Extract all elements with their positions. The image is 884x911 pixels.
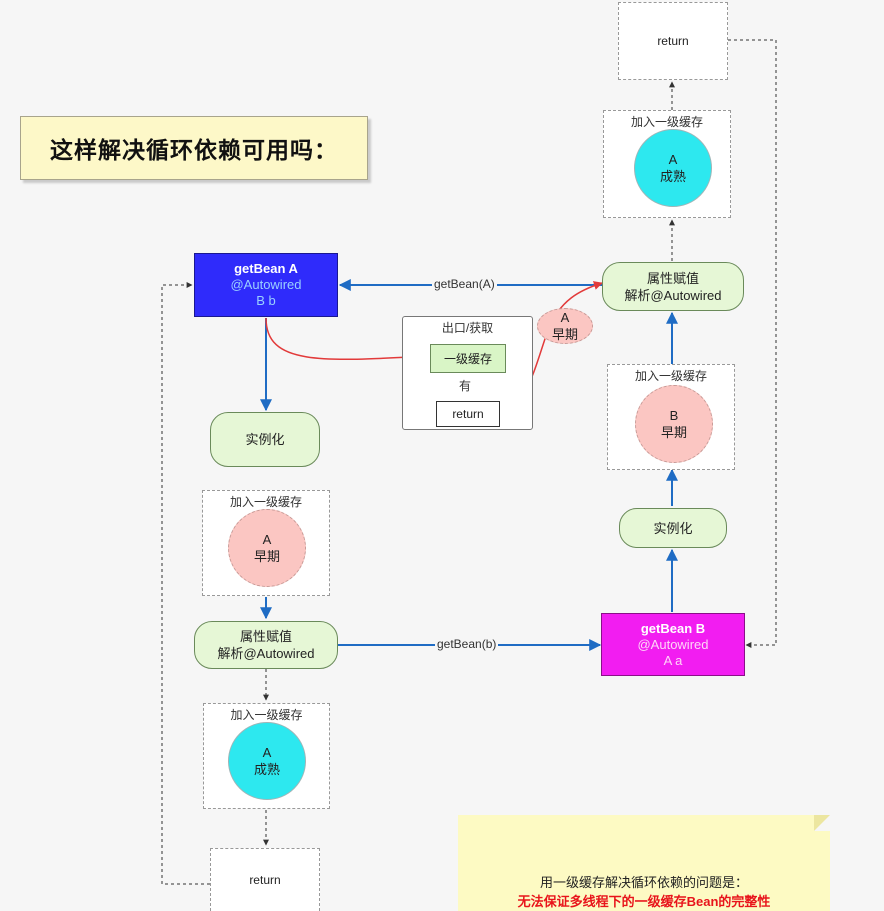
right-return-label: return	[657, 34, 689, 48]
right-instantiate-label: 实例化	[653, 520, 693, 536]
diagram-title: 这样解决循环依赖可用吗：	[20, 116, 368, 180]
edge-red-a-to-cache	[265, 317, 429, 361]
lookup-title: 出口/获取	[441, 321, 494, 335]
left-cache-mature-title: 加入一级缓存	[230, 708, 303, 722]
right-mature-letter: A	[668, 152, 678, 167]
edge-return-loop-left	[161, 282, 210, 885]
note-line1: 用一级缓存解决循环依赖的问题是：	[539, 875, 748, 890]
right-early-circle: B 早期	[635, 385, 713, 463]
lookup-cache: 一级缓存	[430, 344, 506, 373]
bean-b-field: A a	[663, 652, 683, 668]
edge-label-get-b: getBean(b)	[435, 637, 499, 651]
right-instantiate-node: 实例化	[619, 508, 727, 548]
right-cache-early: 加入一级缓存 B 早期	[607, 364, 735, 470]
left-mature-letter: A	[262, 745, 272, 760]
left-instantiate-label: 实例化	[245, 432, 285, 447]
bean-a-field: B b	[256, 293, 276, 308]
edge-label-get-a: getBean(A)	[432, 277, 497, 291]
left-mature-state: 成熟	[253, 762, 280, 777]
bean-b-annotation: @Autowired	[637, 636, 709, 652]
left-props-node: 属性赋值 解析@Autowired	[194, 621, 338, 669]
left-cache-early: 加入一级缓存 A 早期	[202, 490, 330, 596]
left-return-node: return	[210, 848, 320, 911]
left-cache-early-title: 加入一级缓存	[229, 495, 302, 509]
edge-return-loop-right	[728, 39, 777, 648]
right-props-node: 属性赋值 解析@Autowired	[602, 262, 744, 311]
bean-b-node: getBean B @Autowired A a	[601, 613, 745, 676]
right-mature-state: 成熟	[659, 169, 686, 184]
left-mature-circle: A 成熟	[228, 722, 306, 800]
lookup-return: return	[436, 401, 500, 427]
left-early-state: 早期	[253, 549, 280, 564]
early-a-bubble: A 早期	[537, 308, 593, 344]
note-card: 用一级缓存解决循环依赖的问题是： 无法保证多线程下的一级缓存Bean的完整性	[458, 815, 830, 911]
right-cache-early-title: 加入一级缓存	[634, 369, 707, 383]
left-early-letter: A	[262, 532, 272, 547]
left-cache-mature: 加入一级缓存 A 成熟	[203, 703, 330, 809]
left-props-line1: 属性赋值	[239, 629, 292, 644]
bean-a-annotation: @Autowired	[230, 277, 302, 292]
right-props-line2: 解析@Autowired	[624, 287, 722, 303]
left-return-label: return	[249, 873, 281, 887]
right-mature-circle: A 成熟	[634, 129, 712, 207]
bean-a-node: getBean A @Autowired B b	[194, 253, 338, 317]
early-a-state: 早期	[551, 327, 578, 342]
note-line2: 无法保证多线程下的一级缓存Bean的完整性	[517, 894, 771, 909]
right-early-state: 早期	[660, 425, 687, 440]
bean-a-name: getBean A	[234, 261, 298, 276]
right-cache-mature: 加入一级缓存 A 成熟	[603, 110, 731, 218]
left-props-line2: 解析@Autowired	[217, 646, 315, 661]
right-return-node: return	[618, 2, 728, 80]
bean-b-name: getBean B	[640, 620, 706, 636]
right-cache-mature-title: 加入一级缓存	[630, 115, 703, 129]
early-a-letter: A	[560, 310, 570, 325]
left-instantiate-node: 实例化	[210, 412, 320, 467]
right-props-line1: 属性赋值	[646, 270, 699, 286]
lookup-has-label: 有	[459, 377, 472, 394]
lookup-box: 出口/获取 一级缓存 有 return	[402, 316, 533, 430]
note-fold	[814, 815, 830, 831]
right-early-letter: B	[669, 408, 679, 423]
left-early-circle: A 早期	[228, 509, 306, 587]
